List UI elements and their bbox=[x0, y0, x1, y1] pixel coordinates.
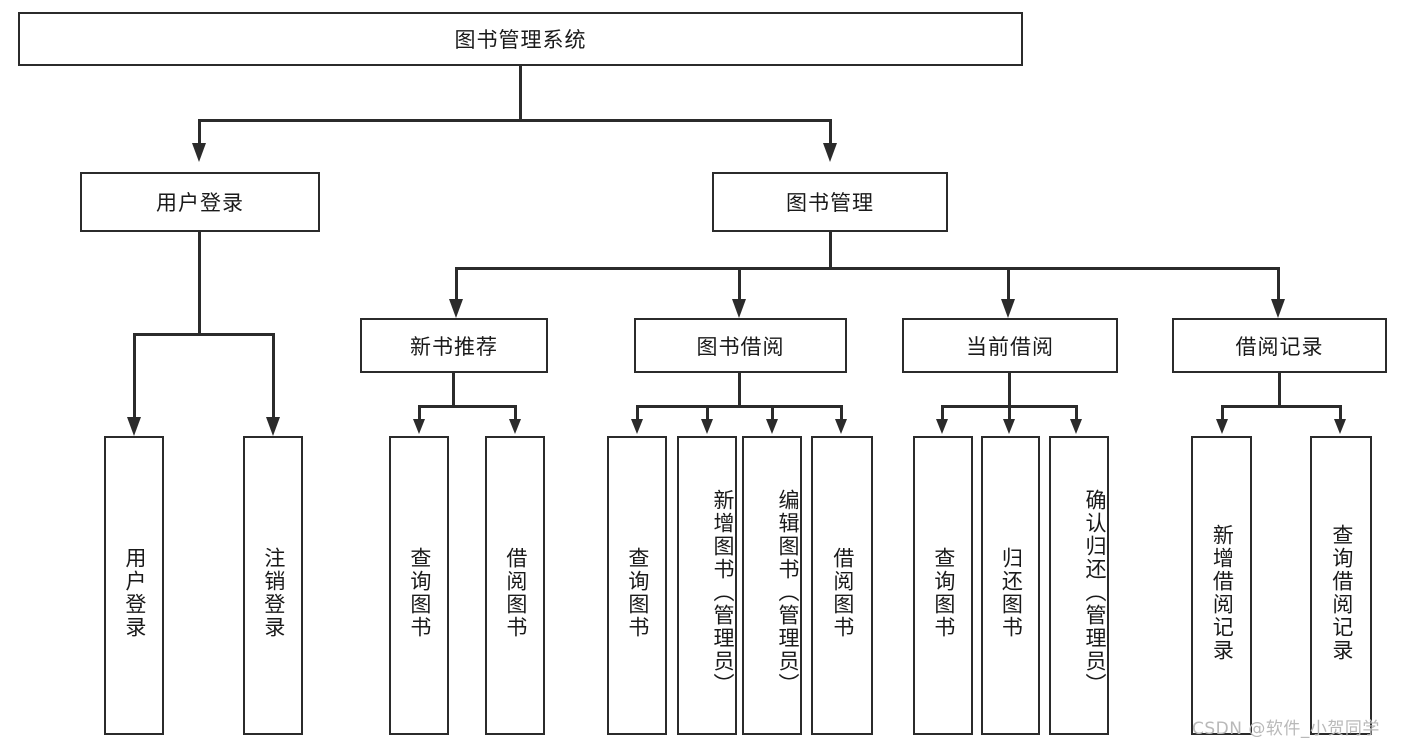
connector-new-book-drop-1 bbox=[418, 405, 421, 419]
node-new-book-recommend[interactable]: 新书推荐 bbox=[360, 318, 548, 373]
connector-user-login-drop-1 bbox=[133, 333, 136, 419]
connector-new-book-stem bbox=[452, 373, 455, 408]
connector-to-book-borrow bbox=[738, 267, 741, 301]
node-label: 借阅图书 bbox=[503, 546, 528, 639]
connector-user-login-bus bbox=[133, 333, 275, 336]
node-book-management[interactable]: 图书管理 bbox=[712, 172, 948, 232]
node-label: 借阅图书 bbox=[830, 546, 855, 639]
watermark-text: CSDN @软件_小贺同学 bbox=[1192, 719, 1380, 739]
node-label: 编辑图书（管理员） bbox=[776, 489, 800, 696]
node-label: 确认归还（管理员） bbox=[1083, 489, 1107, 696]
arrowhead-leaf-return-book bbox=[1003, 419, 1015, 434]
connector-root-stem bbox=[519, 66, 522, 121]
connector-level3-bus bbox=[455, 267, 1280, 270]
node-label: 查询图书 bbox=[407, 546, 432, 639]
arrowhead-user-login bbox=[192, 143, 206, 162]
connector-level2-bus bbox=[198, 119, 832, 122]
node-label: 新书推荐 bbox=[410, 334, 498, 359]
arrowhead-leaf-query-book-2 bbox=[631, 419, 643, 434]
node-label: 图书管理 bbox=[786, 191, 874, 215]
node-leaf-query-book-1[interactable]: 查询图书 bbox=[389, 436, 449, 735]
arrowhead-leaf-query-book-3 bbox=[936, 419, 948, 434]
connector-borrow-record-stem bbox=[1278, 373, 1281, 408]
node-leaf-edit-book[interactable]: 编辑图书（管理员） bbox=[742, 436, 802, 735]
connector-book-borrow-bus bbox=[636, 405, 843, 408]
node-label: 归还图书 bbox=[999, 546, 1024, 639]
node-root-system[interactable]: 图书管理系统 bbox=[18, 12, 1023, 66]
node-leaf-query-book-3[interactable]: 查询图书 bbox=[913, 436, 973, 735]
arrowhead-leaf-query-book-1 bbox=[413, 419, 425, 434]
node-user-login[interactable]: 用户登录 bbox=[80, 172, 320, 232]
node-current-borrow[interactable]: 当前借阅 bbox=[902, 318, 1118, 373]
connector-book-borrow-drop-2 bbox=[706, 405, 709, 419]
node-label: 查询图书 bbox=[931, 546, 956, 639]
arrowhead-leaf-user-logout bbox=[266, 417, 280, 436]
node-label: 注销登录 bbox=[261, 546, 286, 639]
connector-current-borrow-drop-2 bbox=[1008, 405, 1011, 419]
node-leaf-user-logout[interactable]: 注销登录 bbox=[243, 436, 303, 735]
node-label: 借阅记录 bbox=[1235, 334, 1324, 359]
connector-book-borrow-stem bbox=[738, 373, 741, 408]
arrowhead-leaf-add-book bbox=[701, 419, 713, 434]
arrowhead-current-borrow bbox=[1001, 299, 1015, 318]
node-leaf-borrow-book-1[interactable]: 借阅图书 bbox=[485, 436, 545, 735]
connector-current-borrow-drop-1 bbox=[941, 405, 944, 419]
node-label: 当前借阅 bbox=[966, 334, 1054, 359]
arrowhead-leaf-add-record bbox=[1216, 419, 1228, 434]
arrowhead-leaf-confirm-return bbox=[1070, 419, 1082, 434]
arrowhead-leaf-borrow-book-1 bbox=[509, 419, 521, 434]
node-label: 新增借阅记录 bbox=[1210, 523, 1235, 662]
connector-to-user-login bbox=[198, 119, 201, 145]
connector-user-login-drop-2 bbox=[272, 333, 275, 419]
node-label: 用户登录 bbox=[122, 546, 147, 639]
node-leaf-user-login[interactable]: 用户登录 bbox=[104, 436, 164, 735]
node-label: 图书借阅 bbox=[696, 334, 785, 359]
connector-current-borrow-stem bbox=[1008, 373, 1011, 408]
connector-book-borrow-drop-4 bbox=[840, 405, 843, 419]
node-label: 查询借阅记录 bbox=[1329, 523, 1354, 662]
connector-book-borrow-drop-1 bbox=[636, 405, 639, 419]
connector-borrow-record-drop-1 bbox=[1221, 405, 1224, 419]
node-label: 新增图书（管理员） bbox=[711, 489, 735, 696]
connector-book-borrow-drop-3 bbox=[771, 405, 774, 419]
node-leaf-add-record[interactable]: 新增借阅记录 bbox=[1191, 436, 1252, 735]
node-label: 用户登录 bbox=[156, 191, 244, 215]
node-leaf-query-record[interactable]: 查询借阅记录 bbox=[1310, 436, 1372, 735]
node-leaf-borrow-book-2[interactable]: 借阅图书 bbox=[811, 436, 873, 735]
arrowhead-borrow-record bbox=[1271, 299, 1285, 318]
connector-to-borrow-record bbox=[1277, 267, 1280, 301]
node-leaf-return-book[interactable]: 归还图书 bbox=[981, 436, 1040, 735]
connector-current-borrow-drop-3 bbox=[1075, 405, 1078, 419]
connector-to-book-management bbox=[829, 119, 832, 145]
arrowhead-book-borrow bbox=[732, 299, 746, 318]
node-leaf-add-book[interactable]: 新增图书（管理员） bbox=[677, 436, 737, 735]
arrowhead-leaf-borrow-book-2 bbox=[835, 419, 847, 434]
node-label: 查询图书 bbox=[625, 546, 650, 639]
connector-borrow-record-drop-2 bbox=[1339, 405, 1342, 419]
connector-book-management-stem bbox=[829, 232, 832, 270]
arrowhead-leaf-user-login bbox=[127, 417, 141, 436]
connector-to-new-book-recommend bbox=[455, 267, 458, 301]
connector-user-login-stem bbox=[198, 232, 201, 336]
connector-borrow-record-bus bbox=[1221, 405, 1342, 408]
node-leaf-query-book-2[interactable]: 查询图书 bbox=[607, 436, 667, 735]
node-book-borrow[interactable]: 图书借阅 bbox=[634, 318, 847, 373]
arrowhead-leaf-edit-book bbox=[766, 419, 778, 434]
arrowhead-new-book-recommend bbox=[449, 299, 463, 318]
node-label: 图书管理系统 bbox=[454, 28, 587, 52]
node-borrow-record[interactable]: 借阅记录 bbox=[1172, 318, 1387, 373]
arrowhead-leaf-query-record bbox=[1334, 419, 1346, 434]
connector-new-book-drop-2 bbox=[514, 405, 517, 419]
node-leaf-confirm-return[interactable]: 确认归还（管理员） bbox=[1049, 436, 1109, 735]
connector-to-current-borrow bbox=[1007, 267, 1010, 301]
arrowhead-book-management bbox=[823, 143, 837, 162]
connector-new-book-bus bbox=[418, 405, 517, 408]
